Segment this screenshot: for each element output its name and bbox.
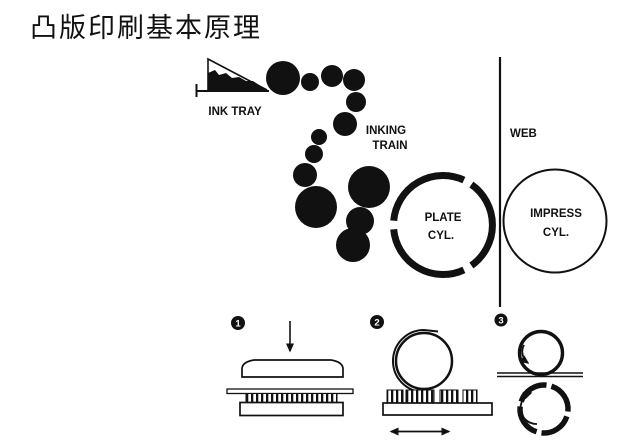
step-3-badge bbox=[494, 313, 508, 327]
impression-cylinder-body bbox=[502, 168, 608, 274]
plate-segment bbox=[390, 171, 466, 222]
ink-roller bbox=[343, 69, 365, 91]
ink-roller bbox=[293, 163, 317, 187]
plate-cylinder-label: CYL. bbox=[428, 230, 454, 242]
type-form bbox=[245, 393, 338, 403]
flat-bed bbox=[239, 401, 344, 417]
web-label: WEB bbox=[510, 128, 537, 140]
plate-cylinder-label: PLATE bbox=[425, 212, 462, 224]
web: WEB bbox=[498, 57, 537, 307]
flatbed-cylinder-press-diagram: 2 bbox=[370, 315, 493, 436]
ink-roller bbox=[333, 112, 357, 136]
plate-segment bbox=[518, 382, 547, 403]
inking-train-label: INKING bbox=[366, 125, 406, 137]
sheet-wrap-arc bbox=[392, 328, 439, 393]
plate-segment bbox=[550, 383, 571, 412]
impression-cylinder-label: CYL. bbox=[543, 227, 569, 239]
step-3-number: 3 bbox=[498, 316, 503, 327]
type-form bbox=[439, 389, 459, 404]
impression-cylinder: IMPRESS CYL. bbox=[502, 168, 608, 274]
ink-tray bbox=[195, 57, 269, 97]
ink-level bbox=[208, 70, 267, 90]
step-1-number: 1 bbox=[235, 319, 241, 330]
plate-cylinder: PLATE CYL. bbox=[390, 171, 496, 279]
paper-sheet bbox=[226, 388, 354, 395]
ink-roller bbox=[311, 129, 327, 145]
step-2-badge bbox=[370, 315, 384, 329]
step-1-badge bbox=[231, 316, 245, 330]
rotation-arrow-bottom bbox=[519, 391, 538, 425]
rotation-arrow-top bbox=[519, 344, 530, 364]
page-title: 凸版印刷基本原理 bbox=[30, 13, 262, 43]
distributor-roller bbox=[295, 186, 337, 228]
plate-segment bbox=[390, 228, 466, 279]
inking-train-rollers bbox=[266, 61, 390, 262]
type-form bbox=[386, 389, 404, 404]
platen-press-diagram: 1 bbox=[226, 316, 354, 417]
step-2-number: 2 bbox=[374, 318, 379, 329]
reciprocating-bed bbox=[382, 402, 493, 416]
ink-roller bbox=[321, 65, 343, 87]
form-roller bbox=[348, 166, 390, 208]
impression-cylinder-small bbox=[394, 331, 454, 391]
impression-cylinder-label: IMPRESS bbox=[530, 208, 582, 220]
fountain-roller bbox=[266, 61, 300, 95]
ink-roller bbox=[301, 73, 319, 91]
rotary-press-diagram: 3 bbox=[494, 313, 583, 436]
type-form bbox=[405, 389, 435, 404]
type-form bbox=[462, 389, 478, 404]
form-roller bbox=[336, 228, 370, 262]
plate-segment bbox=[469, 181, 496, 269]
plate-cylinder-body bbox=[394, 176, 492, 274]
ink-roller bbox=[346, 92, 366, 112]
ink-tray-label: INK TRAY bbox=[208, 106, 262, 118]
rotary-impression-cylinder bbox=[517, 329, 565, 377]
ink-roller bbox=[305, 145, 323, 163]
platen bbox=[241, 359, 344, 378]
plate-segment bbox=[541, 415, 570, 436]
inking-train-label: TRAIN bbox=[372, 140, 407, 152]
